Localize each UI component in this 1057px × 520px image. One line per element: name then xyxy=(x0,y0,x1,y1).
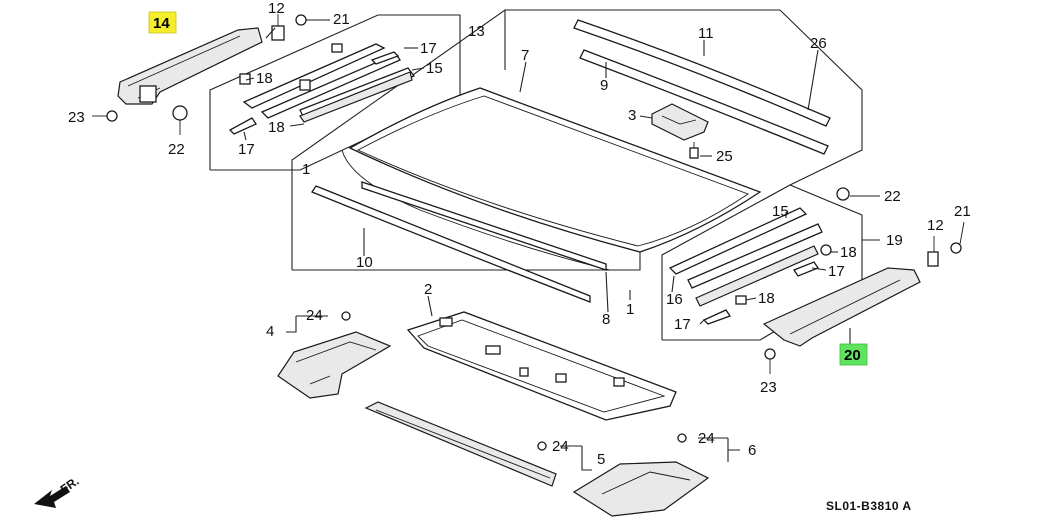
callout-18-b: 18 xyxy=(268,119,285,136)
part-21-bolt-right xyxy=(950,221,965,254)
part-22-nut-left xyxy=(172,105,188,135)
callout-17-c: 17 xyxy=(828,263,845,280)
callout-23-left: 23 xyxy=(68,109,85,126)
callout-15-a: 15 xyxy=(426,60,443,77)
callout-21-right: 21 xyxy=(954,203,971,220)
highlight-20 xyxy=(839,343,868,366)
part-13-rails xyxy=(228,43,416,135)
callout-14: 14 xyxy=(153,15,170,32)
callout-24-a: 24 xyxy=(306,307,323,324)
part-14-rail xyxy=(117,27,263,105)
part-2-panel xyxy=(406,311,677,421)
callout-10: 10 xyxy=(356,254,373,271)
part-24-clip-c xyxy=(677,433,687,443)
callout-22-right: 22 xyxy=(884,188,901,205)
diagram-code: SL01-B3810 A xyxy=(826,499,912,513)
part-21-bolt-top xyxy=(295,14,330,26)
part-19-rails xyxy=(668,187,850,325)
callout-6: 6 xyxy=(748,442,756,459)
callout-13: 13 xyxy=(468,23,485,40)
callout-18-c: 18 xyxy=(840,244,857,261)
callout-20: 20 xyxy=(844,347,861,364)
callout-19: 19 xyxy=(886,232,903,249)
part-5-bar xyxy=(364,401,557,487)
callout-17-b: 17 xyxy=(238,141,255,158)
callout-11: 11 xyxy=(698,25,714,42)
part-1-seal-left xyxy=(341,149,611,271)
callout-1-left: 1 xyxy=(302,161,310,178)
callout-17-a: 17 xyxy=(420,40,437,57)
highlight-14 xyxy=(148,11,177,34)
group-13-bracket xyxy=(209,14,461,170)
callout-12-right: 12 xyxy=(927,217,944,234)
callout-26: 26 xyxy=(810,35,827,52)
callout-15-b: 15 xyxy=(772,203,789,220)
leader-lines xyxy=(243,27,880,471)
callout-17-d: 17 xyxy=(674,316,691,333)
part-8-molding xyxy=(361,181,607,271)
part-3-bracket xyxy=(651,103,709,141)
part-12-clip-right xyxy=(927,236,939,267)
part-6-bracket xyxy=(572,461,710,517)
callout-4: 4 xyxy=(266,323,274,340)
callout-16: 16 xyxy=(666,291,683,308)
part-20-rail xyxy=(762,267,921,347)
group-7-bracket-2 xyxy=(292,245,641,271)
callout-9: 9 xyxy=(600,77,608,94)
callout-24-c: 24 xyxy=(698,430,715,447)
callout-3: 3 xyxy=(628,107,636,124)
callout-5: 5 xyxy=(597,451,605,468)
callout-24-b: 24 xyxy=(552,438,569,455)
part-11-strip xyxy=(573,19,831,127)
group-19-bracket xyxy=(661,184,863,340)
part-9-strip xyxy=(579,49,829,155)
callout-23-right: 23 xyxy=(760,379,777,396)
callout-18-d: 18 xyxy=(758,290,775,307)
part-24-clip-b xyxy=(537,441,547,451)
callout-21-top: 21 xyxy=(333,11,350,28)
part-25-clip xyxy=(689,142,699,159)
part-10-molding xyxy=(311,185,591,303)
callout-12-top: 12 xyxy=(268,0,285,17)
callout-2: 2 xyxy=(424,281,432,298)
part-23-bolt-left xyxy=(92,110,118,122)
part-23-bolt-right xyxy=(764,348,776,374)
callout-22-left: 22 xyxy=(168,141,185,158)
callout-7: 7 xyxy=(521,47,529,64)
front-direction-arrow xyxy=(34,486,70,508)
part-4-bracket xyxy=(277,331,392,399)
callout-25: 25 xyxy=(716,148,733,165)
callout-18-a: 18 xyxy=(256,70,273,87)
callout-1-right: 1 xyxy=(626,301,634,318)
part-24-clip-a xyxy=(341,311,351,321)
callout-8: 8 xyxy=(602,311,610,328)
part-12-clip-top xyxy=(271,14,285,41)
part-7-roof-panel xyxy=(348,87,762,253)
group-26-bracket xyxy=(570,9,863,186)
